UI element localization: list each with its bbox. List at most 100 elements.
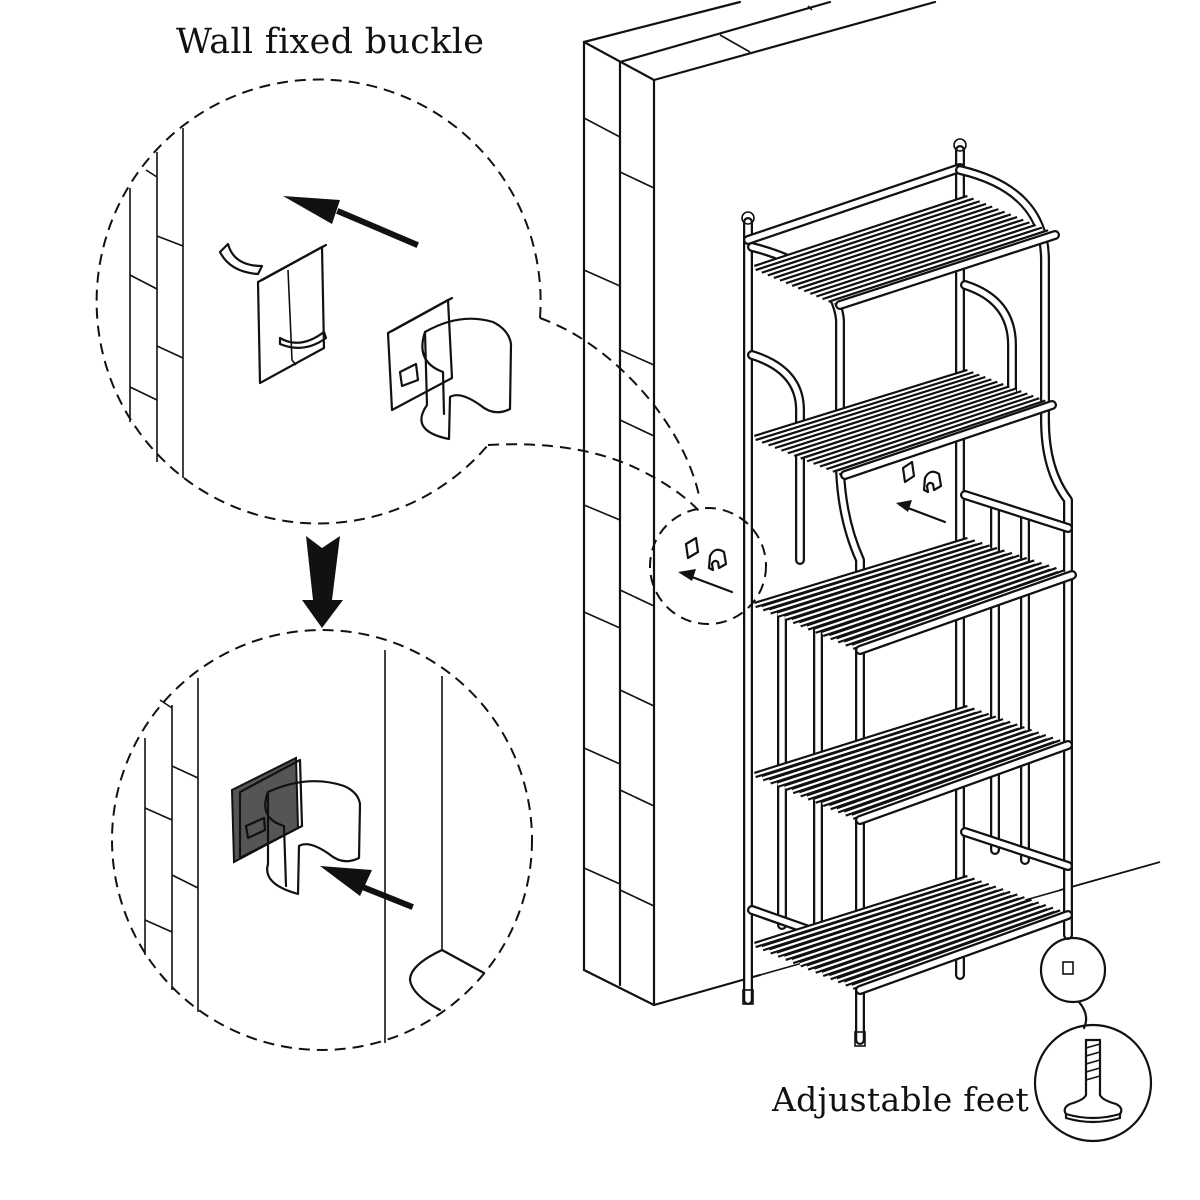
- shelf-slat: [754, 196, 969, 270]
- shelf-slat: [831, 399, 1041, 471]
- shelf-tier-2: [754, 368, 1057, 480]
- shelf-slat: [852, 911, 1062, 988]
- foot-detail-ring: [1033, 1023, 1153, 1143]
- shelf-slat: [815, 223, 1031, 296]
- shelf-slat: [799, 892, 1012, 966]
- callout-leader-line: [1077, 1000, 1088, 1030]
- foot-zoom-ring: [1039, 936, 1107, 1004]
- foot-cap-right: [1062, 961, 1074, 975]
- shelf-slat: [844, 568, 1058, 645]
- adjustable-foot-screw-icon: [1063, 1038, 1123, 1124]
- shelf-slat: [773, 378, 987, 447]
- shelf-slat: [786, 382, 999, 453]
- shelf-tier-1: [753, 194, 1060, 310]
- shelf-slat: [814, 728, 1026, 802]
- direction-arrow-head: [678, 569, 696, 581]
- shelf-front-rail: [857, 912, 1071, 993]
- wall-fixed-buckle-label: Wall fixed buckle: [176, 22, 485, 62]
- shelf-slat: [837, 736, 1047, 812]
- shelf-slat: [769, 712, 983, 783]
- shelf-front-rail: [842, 402, 1055, 478]
- shelf-slat: [784, 717, 997, 789]
- shelf-slat: [762, 709, 976, 780]
- foot-cap-left: [742, 989, 754, 1005]
- shelf-slat: [754, 538, 969, 607]
- shelf-tier-3: [754, 536, 1077, 655]
- shelf-slat: [772, 204, 987, 277]
- shelf-slat: [844, 908, 1055, 985]
- shelf-slat: [799, 387, 1011, 458]
- push-arrow-icon: [320, 866, 414, 910]
- shelf-slat: [809, 220, 1025, 293]
- shelf-front-rail: [857, 742, 1071, 823]
- shelf-slat: [792, 551, 1006, 623]
- shelf-front-rail: [837, 232, 1058, 308]
- shelf-slat: [818, 394, 1029, 466]
- callout-connector-upper: [539, 317, 701, 501]
- shelf-slat: [767, 375, 981, 445]
- shelf-group: [753, 194, 1077, 995]
- wall-buckle-location-callout: [649, 507, 767, 625]
- shelf-slat: [777, 714, 990, 786]
- buckle-detail-step-2: [111, 629, 533, 1051]
- shelf-slat: [829, 903, 1040, 979]
- shelf-slat: [803, 218, 1019, 291]
- shelf-slat: [822, 561, 1036, 635]
- foot-cap-front: [854, 1031, 866, 1047]
- shelf-slat: [792, 720, 1005, 793]
- shelf-front-rail: [857, 572, 1075, 653]
- shelf-slat: [778, 207, 994, 280]
- shelf-slat: [785, 210, 1000, 283]
- shelf-slat: [812, 392, 1023, 463]
- mounted-clip-icon: [230, 756, 362, 896]
- shelf-slat: [754, 876, 969, 947]
- shelf-slat: [777, 546, 991, 616]
- shelf-slat: [791, 212, 1006, 285]
- wall-clip-icon: [386, 296, 513, 441]
- shelf-slat: [777, 884, 990, 956]
- shelf-slat: [762, 879, 976, 950]
- shelf-slat: [807, 895, 1019, 969]
- adhesive-plate-icon: [684, 536, 700, 560]
- shelf-slat: [807, 725, 1019, 799]
- adhesive-plate-icon: [218, 242, 328, 385]
- callout-connector-lower: [487, 443, 701, 513]
- brick-wall: [582, 0, 1161, 1007]
- shelf-slat: [814, 898, 1026, 972]
- arrow-down-icon: [302, 536, 343, 628]
- shelf-slat: [806, 389, 1017, 461]
- adjustable-feet-callout: [1033, 936, 1153, 1143]
- shelf-slat: [829, 563, 1043, 639]
- shelf-slat: [769, 882, 983, 953]
- clip-icon: [707, 548, 728, 572]
- shelf-slat: [822, 730, 1033, 805]
- shelf-slat: [793, 385, 1005, 455]
- shelf-slat: [792, 890, 1005, 963]
- storage-rack: [741, 138, 1077, 1047]
- shelf-slat: [799, 553, 1013, 626]
- shelf-slat: [822, 900, 1033, 975]
- shelf-slat: [814, 558, 1028, 632]
- shelf-tier-5: [754, 874, 1073, 995]
- shelf-slat: [754, 706, 969, 777]
- shelf-slat: [784, 548, 999, 619]
- shelf-slat: [754, 370, 969, 440]
- shelf-slat: [821, 226, 1037, 299]
- post-knob-left: [741, 211, 755, 225]
- shelf-slat: [825, 396, 1035, 469]
- shelf-slat: [799, 722, 1012, 796]
- shelf-slat: [769, 543, 984, 613]
- buckle-icon-on-rack: [896, 460, 947, 524]
- shelf-slat: [827, 228, 1043, 301]
- adjustable-feet-label: Adjustable feet: [772, 1080, 1030, 1119]
- shelf-slat: [760, 199, 975, 272]
- buckle-detail-step-1: [95, 78, 542, 525]
- shelf-slat: [797, 215, 1012, 288]
- shelf-slat: [844, 738, 1055, 815]
- shelf-slat: [837, 566, 1051, 642]
- shelf-slat: [762, 541, 976, 610]
- shelf-slat: [780, 380, 993, 450]
- shelf-slat: [766, 202, 981, 275]
- arrow-to-wall-icon: [283, 196, 419, 248]
